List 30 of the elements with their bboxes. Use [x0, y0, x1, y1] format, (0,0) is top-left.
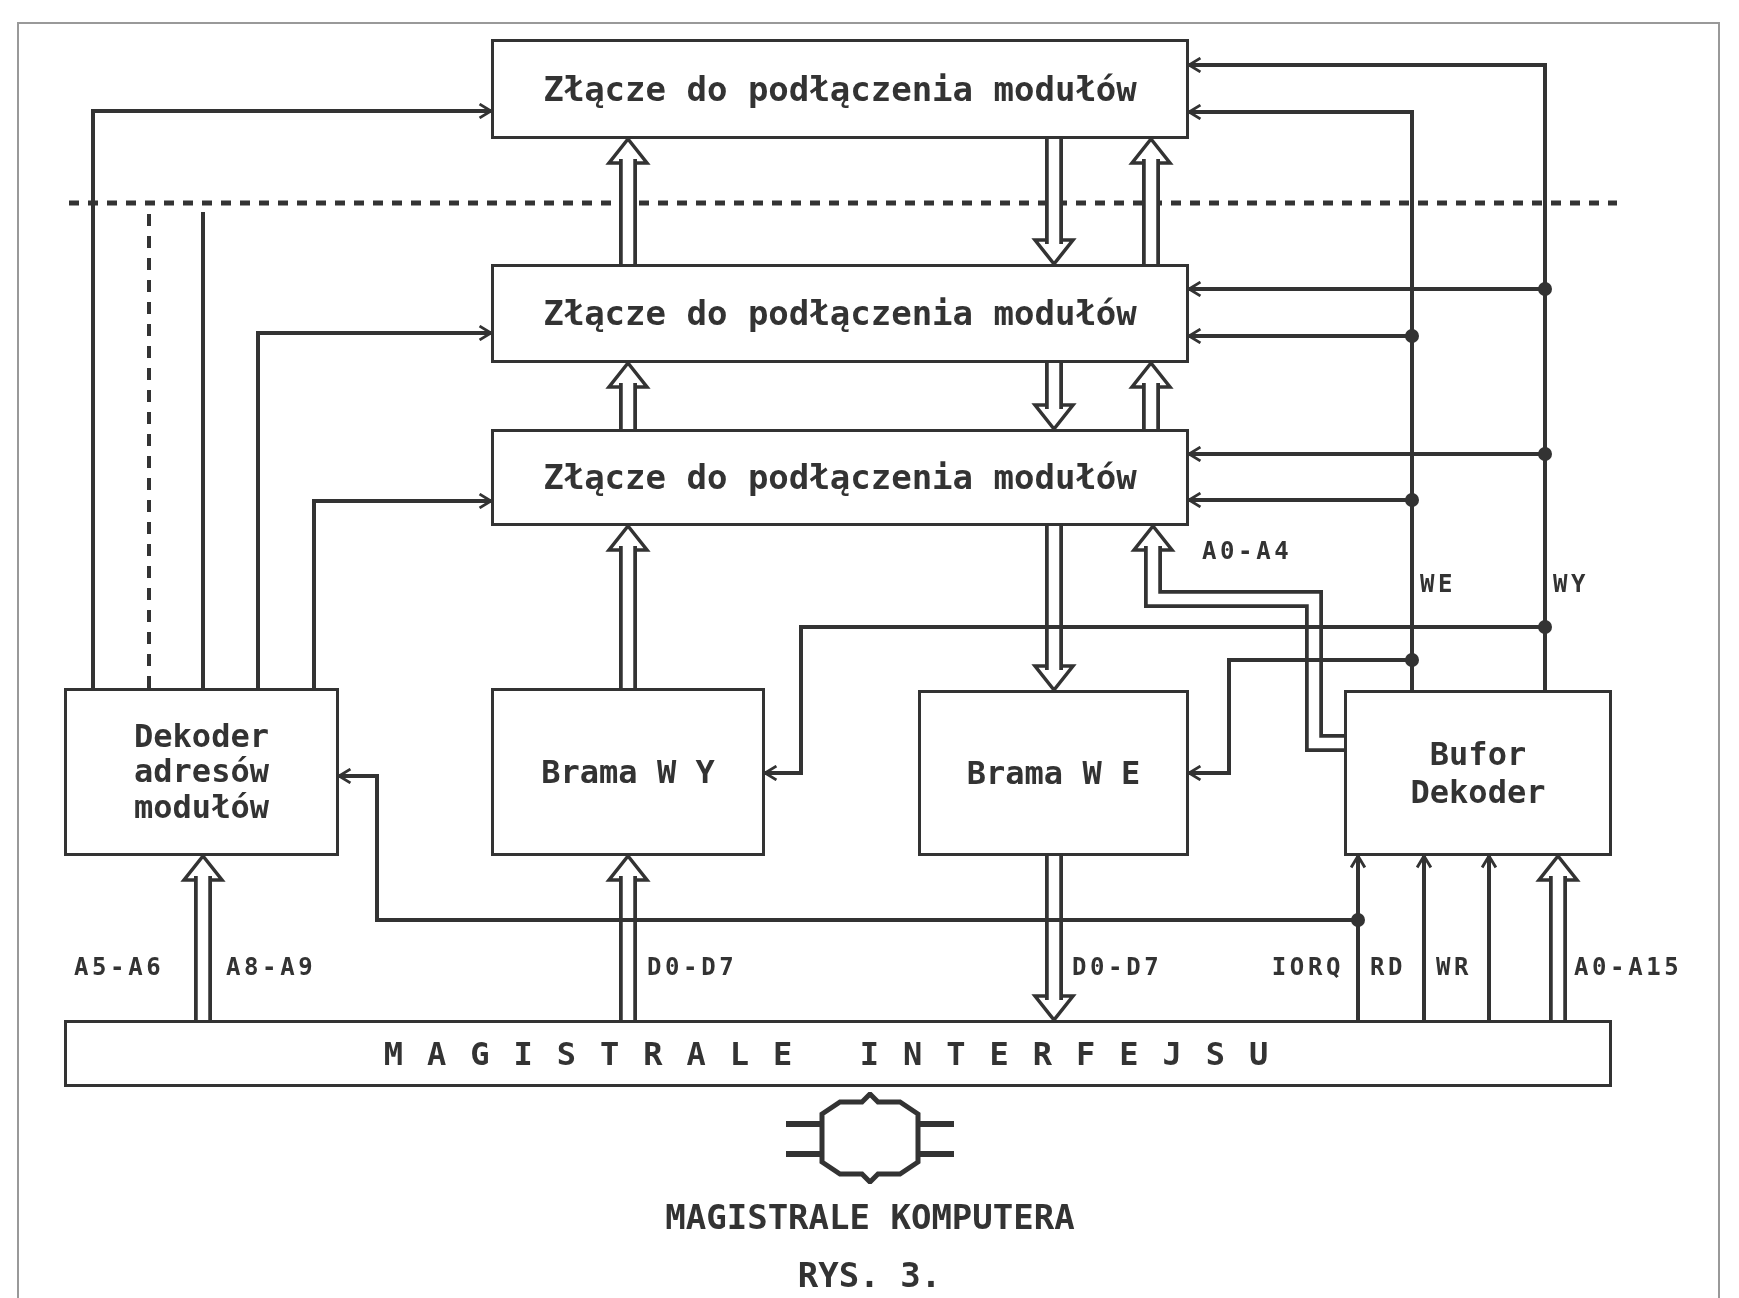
- bus-arrow: [1031, 363, 1077, 432]
- block-box: Brama W Y: [491, 688, 765, 856]
- arrow: [1480, 854, 1498, 1020]
- signal-line: [147, 212, 151, 688]
- bus-arrow: [605, 136, 651, 264]
- signal-line: [201, 212, 205, 688]
- bus-arrow: [605, 853, 651, 1020]
- bus-arrow: [605, 360, 651, 429]
- bus-arrow: [1130, 523, 1344, 752]
- bus-arrow: [180, 853, 226, 1020]
- arrow: [312, 492, 493, 688]
- bus-arrow: [1128, 136, 1174, 264]
- block-box: Dekoder adresów modułów: [64, 688, 339, 856]
- bus-arrow: [1031, 526, 1077, 693]
- arrow: [763, 625, 1547, 782]
- block-box: Złącze do podłączenia modułów: [491, 39, 1189, 139]
- bus-arrow: [1535, 853, 1581, 1020]
- arrow: [256, 324, 493, 688]
- bus-arrow: [1128, 360, 1174, 429]
- bus-title: MAGISTRALE KOMPUTERA: [665, 1200, 1075, 1234]
- block-box: Złącze do podłączenia modułów: [491, 429, 1189, 526]
- bus-arrow: [605, 523, 651, 688]
- arrow: [91, 102, 493, 688]
- figure-caption: RYS. 3.: [796, 1258, 943, 1292]
- arrow: [1415, 854, 1433, 1020]
- block-box: Złącze do podłączenia modułów: [491, 264, 1189, 363]
- bus-arrow: [1031, 856, 1077, 1023]
- bus-arrow: [1031, 139, 1077, 267]
- block-box: Bufor Dekoder: [1344, 690, 1612, 856]
- block-box: Brama W E: [918, 690, 1189, 856]
